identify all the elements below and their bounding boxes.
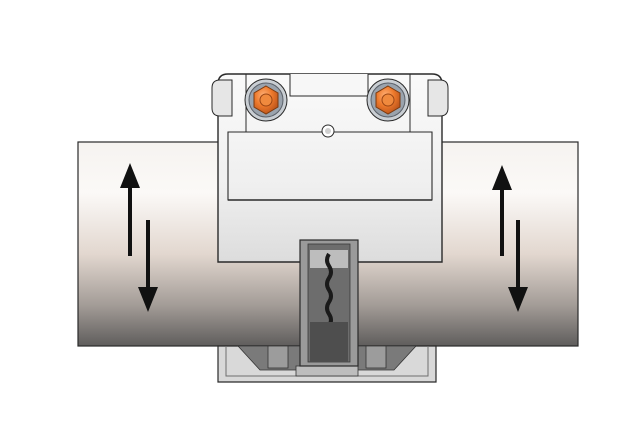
left-bolt-icon — [244, 78, 288, 122]
right-bolt-icon — [366, 78, 410, 122]
right-vertical-double-arrow-icon — [492, 165, 528, 312]
left-vertical-double-arrow-icon — [120, 163, 158, 312]
right-lug — [427, 79, 449, 117]
seal-strip — [299, 239, 359, 367]
left-lug — [211, 79, 233, 117]
